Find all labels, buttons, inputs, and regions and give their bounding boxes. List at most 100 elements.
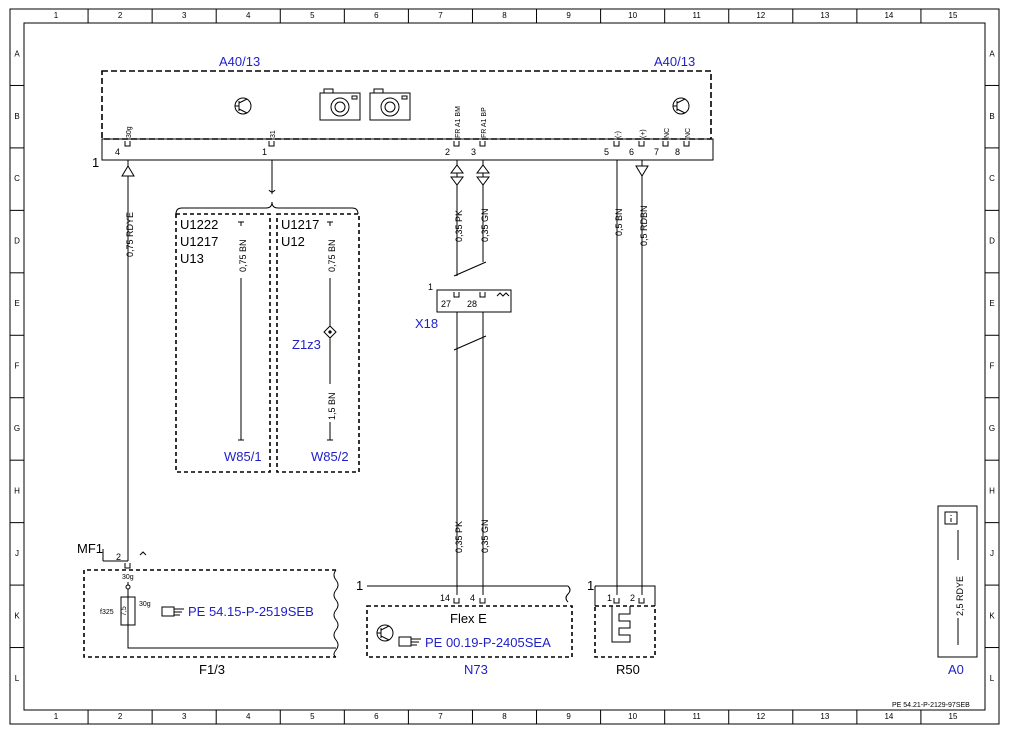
pin-label-fr-a1-bm: FR A1 BM (455, 106, 462, 138)
grid-column-label: 12 (756, 11, 765, 20)
wire-label-gn-top: 0,35 GN (480, 208, 490, 242)
a40-label-right: A40/13 (654, 54, 695, 69)
grid-column-label: 15 (949, 712, 958, 721)
pin-number-7: 7 (654, 147, 659, 157)
a40-label-left: A40/13 (219, 54, 260, 69)
r50-module-box (594, 605, 656, 658)
group-box-right (276, 213, 360, 473)
wire-break-mark (268, 189, 276, 193)
pin-number-2: 2 (445, 147, 450, 157)
n73-pin-14: 14 (440, 593, 450, 603)
pin-number-1: 1 (262, 147, 267, 157)
camera-icon (369, 88, 411, 121)
wire-label-bn-r50: 0,5 BN (614, 208, 624, 236)
grid-column-label: 9 (566, 712, 571, 721)
pin-label-nc-2: NC (685, 128, 692, 138)
grid-row-label: H (989, 487, 995, 496)
w85-1-label: W85/1 (224, 449, 262, 464)
group-box-left (175, 213, 271, 473)
pin-label-fr-a1-bp: FR A1 BP (481, 107, 488, 138)
pin-number-6: 6 (629, 147, 634, 157)
n73-pin-4: 4 (470, 593, 475, 603)
twist-mark-bottom (453, 335, 487, 351)
connector-number-1: 1 (92, 155, 99, 170)
a40-pin-marks (124, 141, 690, 147)
inner-frame (23, 22, 986, 711)
grid-column-label: 10 (628, 712, 637, 721)
pin-number-5: 5 (604, 147, 609, 157)
grid-row-label: F (15, 362, 20, 371)
grid-column-label: 11 (693, 11, 702, 20)
grid-row-label: L (990, 674, 995, 683)
f1-break-edge (333, 569, 339, 658)
x18-break-mark (496, 292, 510, 297)
transistor-icon (672, 97, 690, 115)
camera-icon (319, 88, 361, 121)
document-reference: PE 54.21-P-2129-97SEB (892, 702, 970, 709)
pin-number-3: 3 (471, 147, 476, 157)
a0-label: A0 (948, 662, 964, 677)
pointing-hand-icon (398, 636, 421, 647)
grid-column-label: 7 (438, 712, 443, 721)
w85-2-label: W85/2 (311, 449, 349, 464)
grid-column-label: 4 (246, 11, 251, 20)
info-icon (944, 511, 958, 525)
n73-module-box (366, 605, 573, 658)
n73-reference: PE 00.19-P-2405SEA (425, 635, 551, 650)
a40-module-box (101, 70, 712, 140)
f1-reference: PE 54.15-P-2519SEB (188, 604, 314, 619)
f1-module-box (83, 569, 336, 658)
x18-pin-27: 27 (441, 299, 451, 309)
group-left-line-1: U1222 (180, 217, 218, 232)
grid-column-label: 12 (756, 712, 765, 721)
wire-label-bn-1: 0,75 BN (238, 239, 248, 272)
wire-label-rdye: 0,75 RDYE (125, 212, 135, 257)
grid-row-label: H (14, 487, 20, 496)
grid-row-label: C (14, 174, 20, 183)
x18-connector (436, 289, 512, 313)
grid-column-label: 5 (310, 712, 315, 721)
grid-row-label: A (989, 49, 995, 58)
wire-label-a0: 2,5 RDYE (955, 576, 965, 616)
grid-column-label: 3 (182, 11, 187, 20)
group-left-line-2: U1217 (180, 234, 218, 249)
grid-layer: 1122334455667788991010111112121313141415… (10, 9, 999, 724)
transistor-icon (234, 97, 252, 115)
r50-label: R50 (616, 662, 640, 677)
grid-column-label: 4 (246, 712, 251, 721)
grid-column-label: 1 (54, 712, 59, 721)
grid-row-label: C (989, 174, 995, 183)
bidirectional-arrow-icon (450, 164, 464, 186)
r50-connector-pin-2: 2 (630, 593, 635, 603)
pin-number-8: 8 (675, 147, 680, 157)
f1-label: F1/3 (199, 662, 225, 677)
grid-row-label: D (14, 237, 20, 246)
grid-column-label: 2 (118, 712, 123, 721)
grid-row-label: G (14, 424, 20, 433)
group-right-line-1: U1217 (281, 217, 319, 232)
grid-column-label: 3 (182, 712, 187, 721)
grid-row-label: L (15, 674, 20, 683)
grid-column-label: 2 (118, 11, 123, 20)
grid-row-label: G (989, 424, 995, 433)
pin-label-31: 31 (270, 130, 277, 138)
grid-row-label: E (989, 299, 994, 308)
grid-column-label: 11 (693, 712, 702, 721)
pin-label-30g: 30g (126, 126, 133, 138)
grid-row-label: K (14, 611, 20, 620)
arrow-down-icon (635, 165, 649, 177)
x18-pin-1: 1 (428, 282, 433, 292)
heater-element-icon (611, 606, 631, 643)
grid-row-label: E (14, 299, 19, 308)
grid-column-label: 9 (566, 11, 571, 20)
a0-box (937, 505, 978, 658)
flex-e-label: Flex E (450, 611, 487, 626)
wire-label-bn-3: 1,5 BN (327, 392, 337, 420)
n73-label: N73 (464, 662, 488, 677)
mf1-pin-2: 2 (116, 552, 121, 562)
pin-number-4: 4 (115, 147, 120, 157)
grid-column-label: 8 (502, 712, 507, 721)
grid-row-label: J (15, 549, 19, 558)
grid-column-label: 5 (310, 11, 315, 20)
